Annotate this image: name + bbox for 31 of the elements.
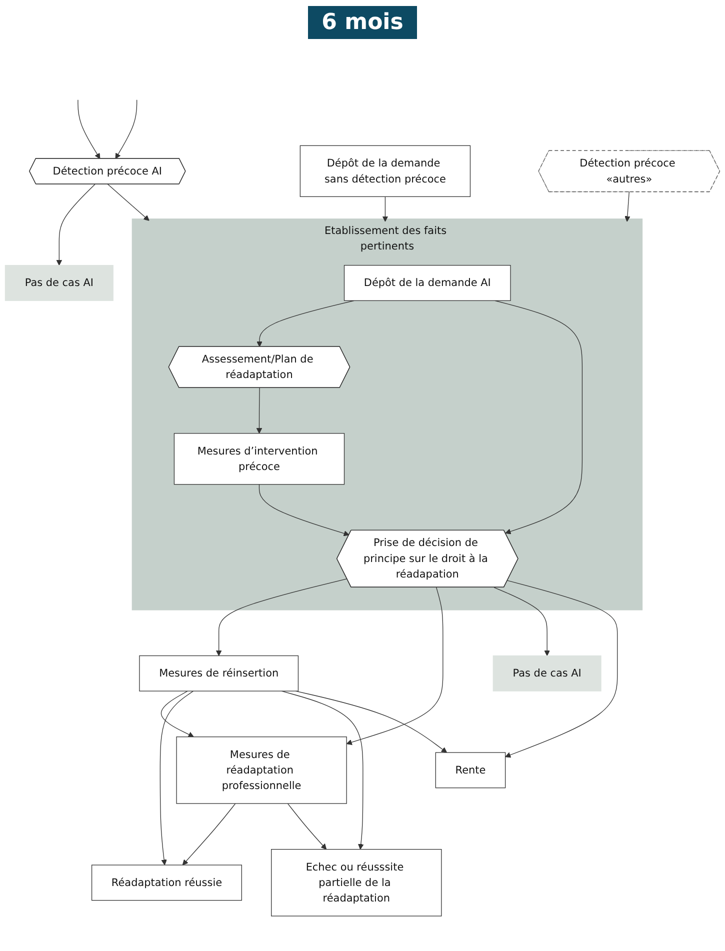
arrow bbox=[107, 183, 150, 221]
arrow bbox=[216, 578, 348, 656]
arrow bbox=[346, 586, 444, 745]
arrow bbox=[56, 184, 96, 266]
node-box: Pas de cas AI bbox=[492, 655, 602, 692]
arrow bbox=[160, 690, 194, 737]
arrow bbox=[382, 196, 388, 222]
node-box: Réadaptation réussie bbox=[91, 864, 242, 901]
arrow bbox=[295, 690, 448, 753]
arrow bbox=[258, 484, 350, 536]
node-box: Mesures d’intervention précoce bbox=[174, 432, 345, 485]
arrow bbox=[256, 300, 354, 347]
arrow bbox=[494, 586, 550, 656]
arrow bbox=[624, 191, 630, 222]
duration-label: 6 mois bbox=[308, 6, 418, 39]
node-box: Mesures de réinsertion bbox=[139, 655, 299, 692]
node-box: Mesures de réadaptation professionnelle bbox=[176, 736, 347, 804]
arrow bbox=[505, 580, 618, 758]
arrow bbox=[281, 690, 364, 850]
arrow bbox=[287, 803, 327, 850]
arrow bbox=[182, 803, 236, 866]
arrow bbox=[256, 387, 262, 434]
node-box: Pas de cas AI bbox=[4, 264, 114, 301]
arrow bbox=[160, 690, 194, 866]
node-box: Echec ou réusssite partielle de la réadaptation bbox=[271, 848, 442, 916]
arrow bbox=[115, 99, 138, 159]
arrow bbox=[494, 300, 583, 534]
node-box: Rente bbox=[435, 752, 506, 788]
node-box: Dépôt de la demande AI bbox=[344, 264, 511, 301]
arrow bbox=[78, 99, 100, 159]
node-box: Dépôt de la demande sans détection précoce bbox=[300, 145, 471, 197]
